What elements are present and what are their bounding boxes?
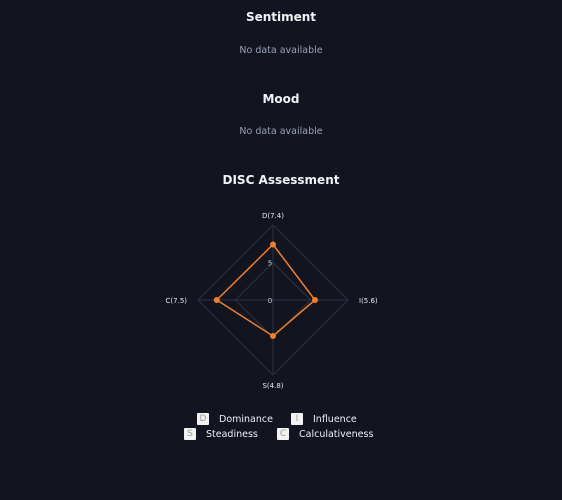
radar-point-c [213,297,220,303]
radar-point-i [312,297,318,303]
legend-label-calculativeness: Calculativeness [299,428,374,440]
radar-axis-label-c: C(7.5) [166,297,188,305]
legend-key-s: S [184,428,196,440]
sentiment-empty-message: No data available [239,45,323,56]
legend-label-dominance: Dominance [219,413,273,425]
radar-scale-label-0: 0 [268,297,272,305]
mood-title: Mood [262,92,300,106]
legend-item-influence: I Influence [291,412,357,426]
radar-axis-label-i: I(5.6) [359,297,378,305]
radar-point-d [270,241,276,248]
radar-axis-label-d: D(7.4) [262,212,284,220]
legend-label-influence: Influence [313,413,357,425]
legend-item-dominance: D Dominance [197,412,273,426]
radar-scale-label-5: 5 [268,260,272,268]
radar-axis-label-s: S(4.8) [262,382,283,390]
disc-title: DISC Assessment [222,173,340,187]
mood-empty-message: No data available [239,126,323,137]
legend-key-c: C [277,428,289,440]
legend-key-i: I [291,413,303,425]
sentiment-title: Sentiment [245,10,317,24]
legend-label-steadiness: Steadiness [206,428,258,440]
radar-point-s [270,333,276,339]
legend-item-steadiness: S Steadiness [184,427,258,441]
legend-item-calculativeness: C Calculativeness [277,427,373,441]
legend-key-d: D [197,413,209,425]
